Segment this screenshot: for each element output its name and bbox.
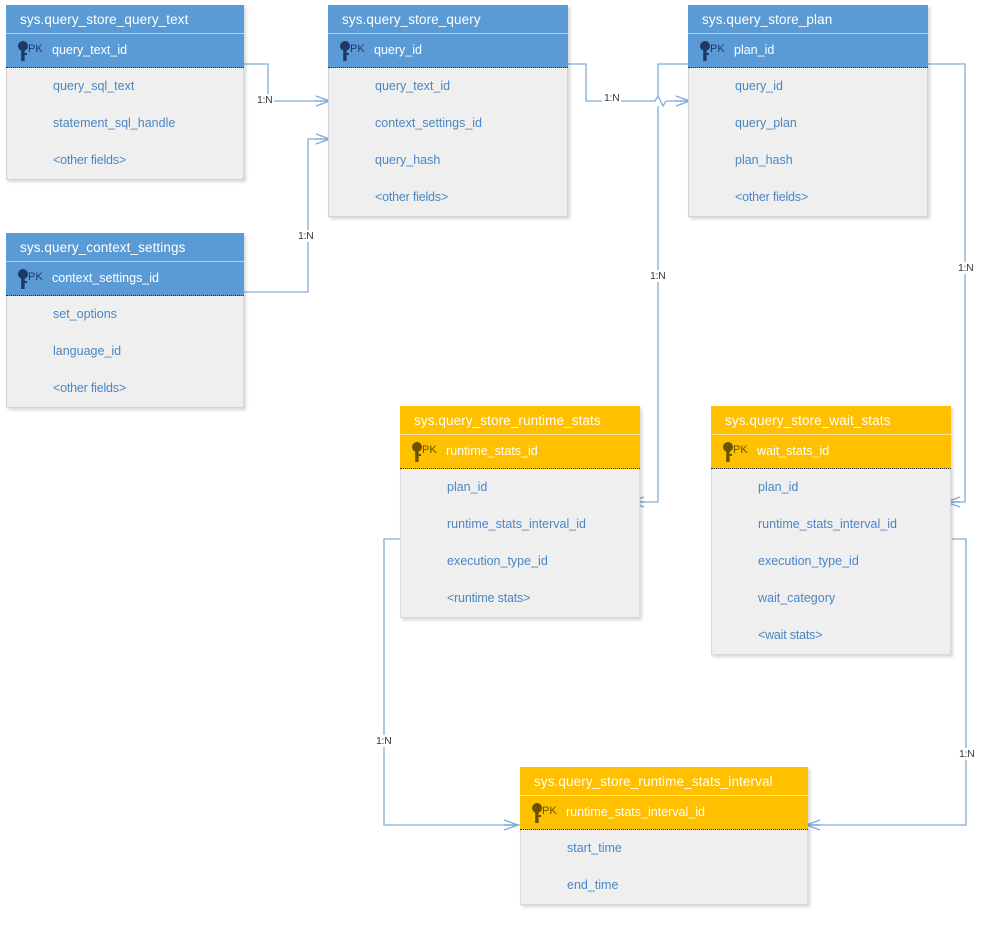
entity-title: sys.query_store_runtime_stats_interval	[520, 767, 808, 795]
entity-query-store-runtime-stats[interactable]: sys.query_store_runtime_stats PK runtime…	[400, 406, 640, 618]
pk-label: PK	[28, 43, 43, 55]
cardinality-label-interval-to-runtime: 1:N	[374, 735, 394, 747]
pk-label: PK	[542, 805, 557, 817]
field-row: context_settings_id	[375, 116, 483, 130]
pk-label: PK	[422, 444, 437, 456]
entity-title: sys.query_store_wait_stats	[711, 406, 951, 434]
pk-field-name: query_text_id	[52, 43, 128, 57]
primary-key-icon	[340, 41, 350, 61]
pk-label: PK	[28, 271, 43, 283]
pk-field-name: query_id	[374, 43, 422, 57]
field-row: start_time	[567, 841, 622, 855]
field-row: query_sql_text	[53, 79, 135, 93]
entity-fields: plan_id runtime_stats_interval_id execut…	[400, 469, 640, 618]
primary-key-icon	[18, 41, 28, 61]
field-row: execution_type_id	[447, 554, 548, 568]
pk-field-name: context_settings_id	[52, 271, 160, 285]
field-row: <runtime stats>	[447, 591, 531, 605]
field-row: wait_category	[758, 591, 836, 605]
field-row: plan_hash	[735, 153, 793, 167]
entity-primary-key-row[interactable]: PK runtime_stats_interval_id	[520, 795, 808, 830]
pk-field-name: runtime_stats_interval_id	[566, 805, 705, 819]
entity-primary-key-row[interactable]: PK runtime_stats_id	[400, 434, 640, 469]
entity-title: sys.query_store_query	[328, 5, 568, 33]
field-row: <other fields>	[375, 190, 448, 204]
field-row: query_text_id	[375, 79, 451, 93]
entity-primary-key-row[interactable]: PK query_id	[328, 33, 568, 68]
cardinality-label-text-to-query: 1:N	[255, 94, 275, 106]
connector-query-to-plan	[568, 63, 678, 108]
entity-query-store-query[interactable]: sys.query_store_query PK query_id query_…	[328, 5, 568, 217]
pk-label: PK	[733, 444, 748, 456]
entity-query-store-query-text[interactable]: sys.query_store_query_text PK query_text…	[6, 5, 244, 180]
cardinality-label-plan-to-wait: 1:N	[956, 262, 976, 274]
entity-title: sys.query_store_runtime_stats	[400, 406, 640, 434]
field-row: plan_id	[758, 480, 799, 494]
field-row: <wait stats>	[758, 628, 823, 642]
primary-key-icon	[532, 803, 542, 823]
field-row: execution_type_id	[758, 554, 859, 568]
field-row: statement_sql_handle	[53, 116, 176, 130]
field-row: plan_id	[447, 480, 488, 494]
entity-fields: start_time end_time	[520, 830, 808, 905]
field-row: <other fields>	[53, 153, 126, 167]
entity-title: sys.query_store_query_text	[6, 5, 244, 33]
field-row: runtime_stats_interval_id	[758, 517, 897, 531]
entity-primary-key-row[interactable]: PK query_text_id	[6, 33, 244, 68]
field-row: <other fields>	[735, 190, 808, 204]
cardinality-label-context-to-query: 1:N	[296, 230, 316, 242]
connector-context-to-query	[244, 138, 318, 293]
entity-query-store-wait-stats[interactable]: sys.query_store_wait_stats PK wait_stats…	[711, 406, 951, 655]
field-row: language_id	[53, 344, 122, 358]
pk-field-name: runtime_stats_id	[446, 444, 538, 458]
primary-key-icon	[412, 442, 422, 462]
entity-fields: query_text_id context_settings_id query_…	[328, 68, 568, 217]
entity-title: sys.query_context_settings	[6, 233, 244, 261]
entity-query-store-plan[interactable]: sys.query_store_plan PK plan_id query_id…	[688, 5, 928, 217]
field-row: end_time	[567, 878, 619, 892]
entity-primary-key-row[interactable]: PK context_settings_id	[6, 261, 244, 296]
entity-fields: plan_id runtime_stats_interval_id execut…	[711, 469, 951, 655]
primary-key-icon	[723, 442, 733, 462]
pk-label: PK	[710, 43, 725, 55]
pk-label: PK	[350, 43, 365, 55]
entity-primary-key-row[interactable]: PK plan_id	[688, 33, 928, 68]
cardinality-label-interval-to-wait: 1:N	[957, 748, 977, 760]
entity-fields: query_sql_text statement_sql_handle <oth…	[6, 68, 244, 180]
pk-field-name: wait_stats_id	[757, 444, 830, 458]
entity-fields: set_options language_id <other fields>	[6, 296, 244, 408]
field-row: <other fields>	[53, 381, 126, 395]
entity-fields: query_id query_plan plan_hash <other fie…	[688, 68, 928, 217]
field-row: query_hash	[375, 153, 441, 167]
pk-field-name: plan_id	[734, 43, 775, 57]
cardinality-label-plan-to-runtime: 1:N	[648, 270, 668, 282]
field-row: query_id	[735, 79, 783, 93]
field-row: set_options	[53, 307, 117, 321]
entity-query-context-settings[interactable]: sys.query_context_settings PK context_se…	[6, 233, 244, 408]
entity-query-store-runtime-stats-interval[interactable]: sys.query_store_runtime_stats_interval P…	[520, 767, 808, 905]
primary-key-icon	[700, 41, 710, 61]
field-row: runtime_stats_interval_id	[447, 517, 586, 531]
entity-primary-key-row[interactable]: PK wait_stats_id	[711, 434, 951, 469]
primary-key-icon	[18, 269, 28, 289]
field-row: query_plan	[735, 116, 797, 130]
cardinality-label-query-to-plan: 1:N	[602, 92, 622, 104]
entity-title: sys.query_store_plan	[688, 5, 928, 33]
